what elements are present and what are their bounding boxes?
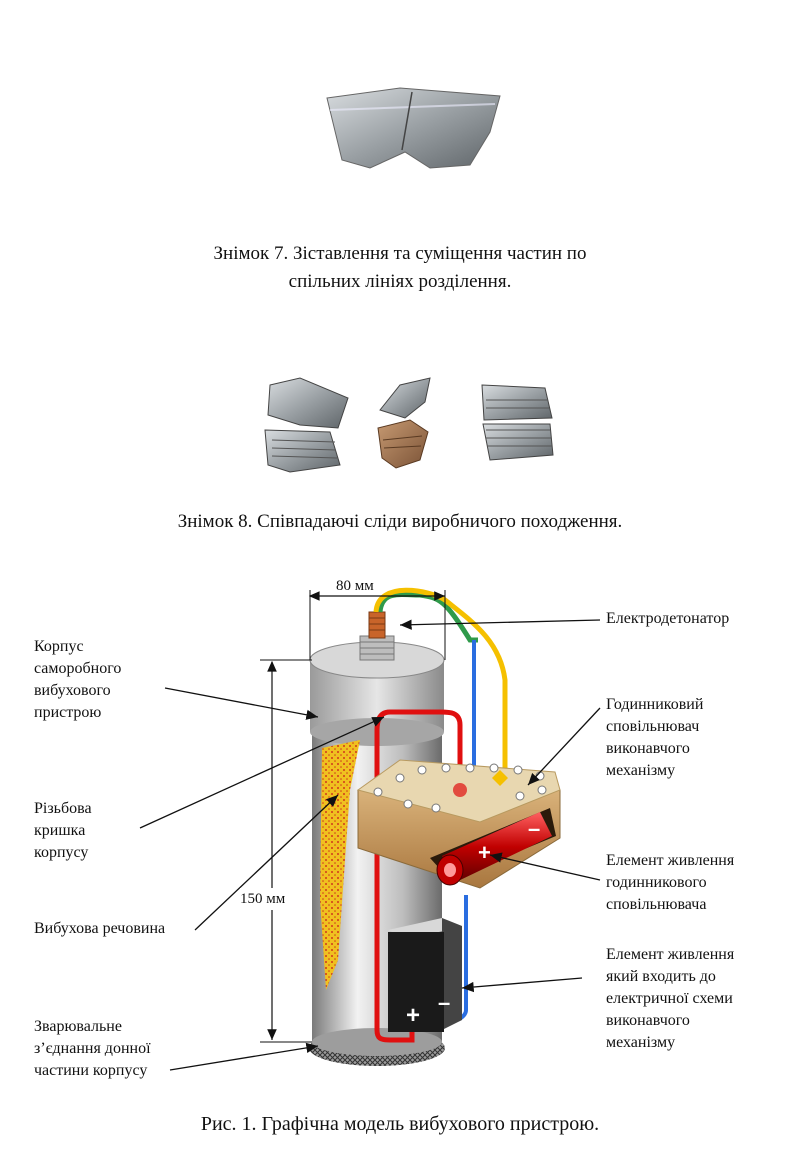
label-cap: Різьбова кришка корпусу [34, 800, 92, 861]
photo-8-caption: Знімок 8. Співпадаючі сліди виробничого … [177, 511, 623, 532]
circuit-battery-minus: – [438, 990, 451, 1015]
dimension-height-label: 150 мм [240, 888, 286, 910]
device-model [139, 587, 601, 1071]
photo-7-fragments [326, 87, 501, 169]
circuit-battery-plus: + [406, 1002, 421, 1029]
label-weld: Зварювальне з’єднання донної частини кор… [34, 1018, 151, 1079]
photo-7-caption: Знімок 7. Зіставлення та суміщення части… [213, 243, 587, 292]
label-timer: Годинниковий сповільнювач виконавчого ме… [606, 696, 704, 779]
label-detonator: Електродетонатор [606, 610, 730, 627]
timer-battery-plus: + [478, 840, 491, 865]
detonator [368, 611, 386, 639]
dimension-width-label: 80 мм [336, 578, 374, 594]
figure-1-caption: Рис. 1. Графічна модель вибухового прист… [200, 1113, 600, 1135]
photo-8-fragments [264, 377, 554, 473]
label-explosive: Вибухова речовина [34, 920, 166, 937]
timer-battery [436, 812, 552, 886]
label-timer-battery: Елемент живлення годинникового сповільню… [606, 852, 735, 913]
timer-battery-minus: – [528, 816, 541, 841]
circuit-battery [388, 918, 462, 1032]
label-circuit-battery: Елемент живлення який входить до електри… [606, 946, 735, 1051]
label-body: Корпус саморобного вибухового пристрою [34, 638, 122, 721]
